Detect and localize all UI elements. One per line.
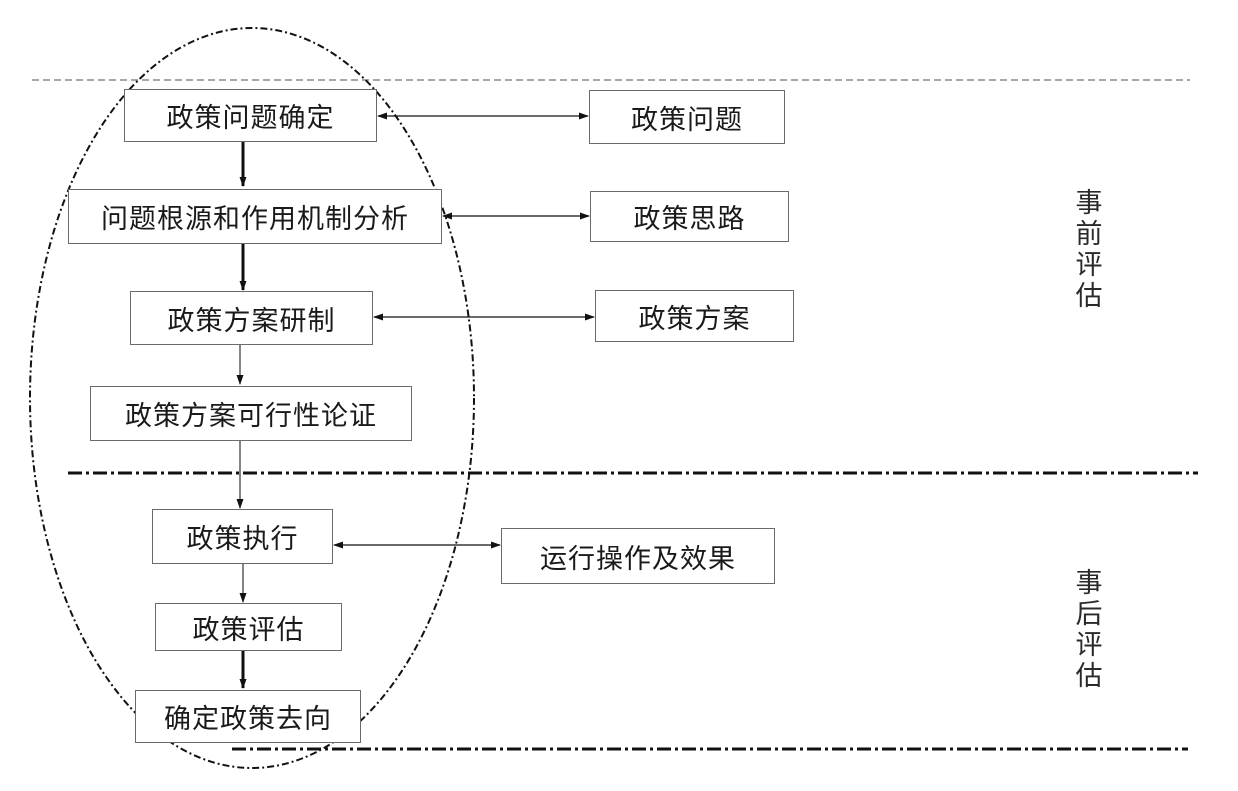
output-policy-plan: 政策方案 [595,290,794,342]
step-problem-identification: 政策问题确定 [124,89,377,142]
evaluation-scope-ellipse [29,27,475,769]
pre-evaluation-label: 事前评估 [1075,188,1103,312]
step-implementation: 政策执行 [152,509,333,564]
step-evaluation: 政策评估 [155,603,342,651]
step-feasibility-study: 政策方案可行性论证 [90,386,412,441]
step-policy-direction: 确定政策去向 [135,690,361,743]
step-plan-development: 政策方案研制 [130,291,373,345]
step-root-cause-analysis: 问题根源和作用机制分析 [68,189,442,244]
output-policy-problem: 政策问题 [589,90,785,144]
post-evaluation-label: 事后评估 [1075,568,1103,692]
output-operation-effect: 运行操作及效果 [501,528,775,584]
output-policy-idea: 政策思路 [590,191,789,242]
